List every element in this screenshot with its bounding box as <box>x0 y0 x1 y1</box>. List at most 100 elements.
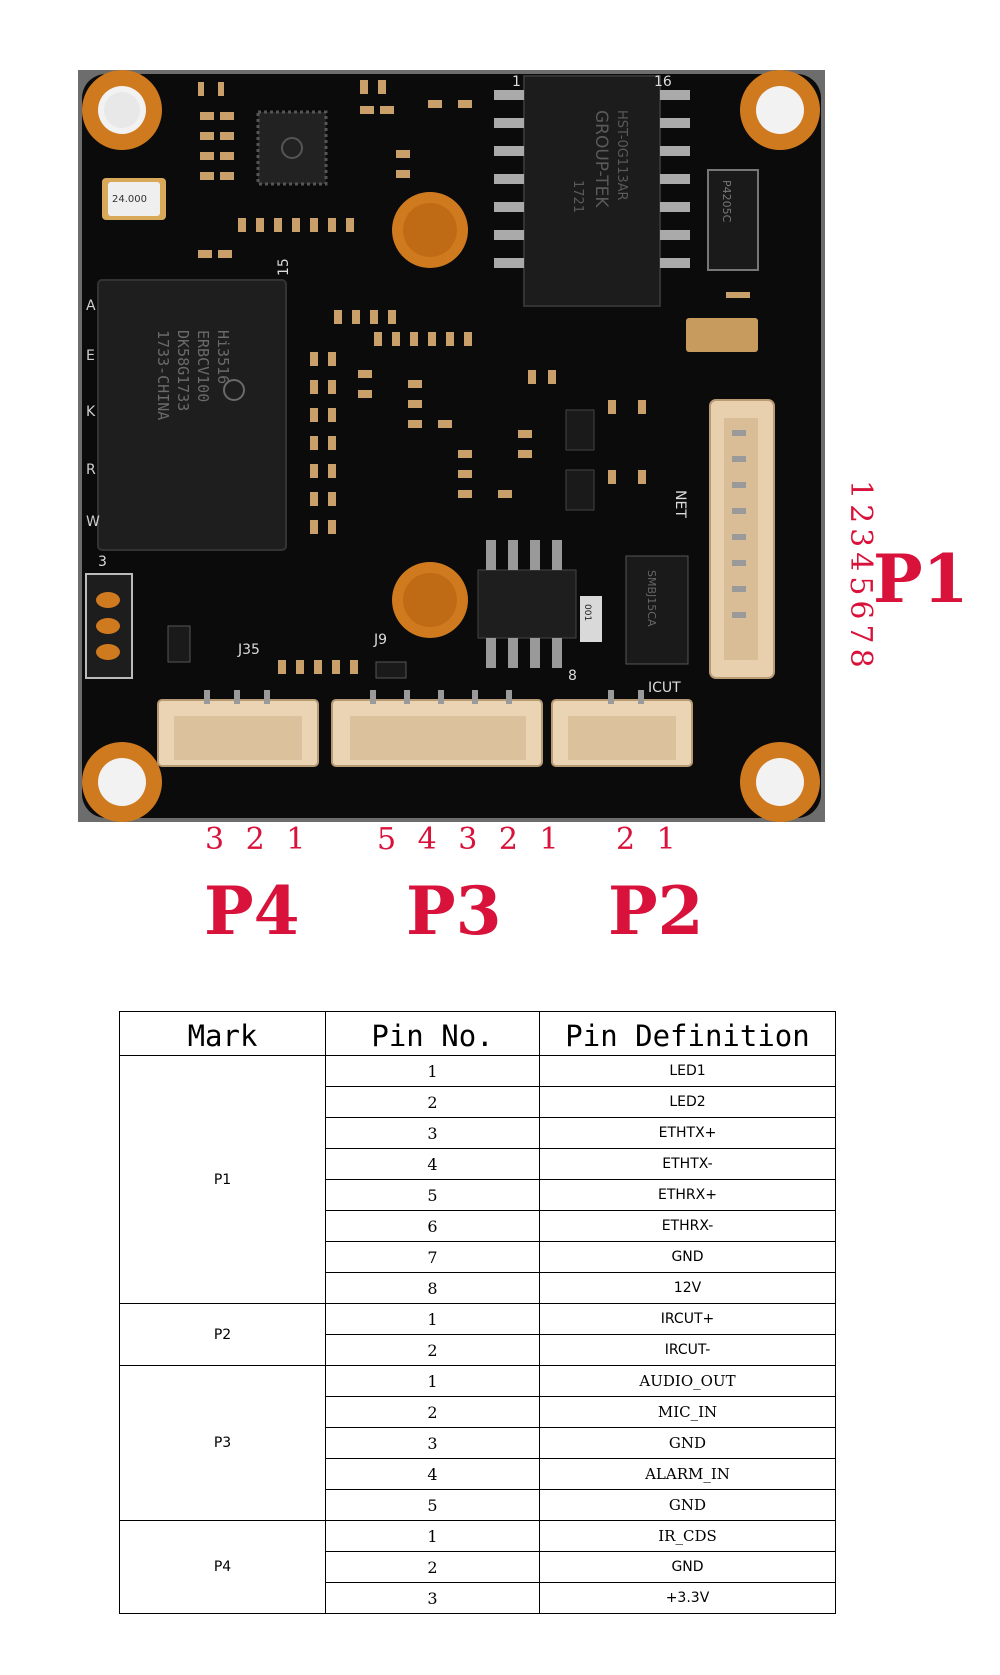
soc-line-3: DK58G1733 <box>174 330 192 411</box>
silk-net: NET <box>672 490 688 518</box>
pin-no-cell: 1 <box>325 1055 540 1087</box>
qfn-chip <box>256 110 328 186</box>
side-letter-e: E <box>86 348 95 364</box>
pin-definition-cell: MIC_IN <box>539 1396 836 1428</box>
pin-no-cell: 4 <box>325 1458 540 1490</box>
connector-p2-body <box>551 690 693 767</box>
pin-no-cell: 5 <box>325 1489 540 1521</box>
crystal-oscillator: 24.000 <box>102 178 166 220</box>
crystal-label: 24.000 <box>112 194 147 205</box>
connector-p3-body <box>331 690 543 767</box>
sot-chip-2 <box>565 469 595 511</box>
silk-mark-15: 15 <box>276 258 292 276</box>
side-letter-a: A <box>86 298 96 314</box>
connector-p4-body <box>157 690 319 767</box>
magnetics-line-1: HST-0G113AR <box>614 110 629 201</box>
pin-no-cell: 5 <box>325 1179 540 1211</box>
pin-definition-cell: ETHRX- <box>539 1210 836 1242</box>
side-letters: A E K R W <box>86 298 100 530</box>
pin-no-cell: 2 <box>325 1086 540 1118</box>
ethernet-magnetics: HST-0G113AR GROUP-TEK 1721 <box>494 75 690 307</box>
p1-pin-numbers: 12345678 <box>843 480 878 673</box>
pin-definition-cell: GND <box>539 1489 836 1521</box>
p2-label: P2 <box>608 872 704 950</box>
mounting-hole-bottom-left <box>82 742 162 822</box>
header-pin-definition: Pin Definition <box>539 1011 836 1056</box>
pin-no-cell: 3 <box>325 1427 540 1459</box>
mark-cell: P1 <box>119 1055 326 1304</box>
pin-definition-cell: 12V <box>539 1272 836 1304</box>
side-letter-w: W <box>86 514 100 530</box>
header-pin-no: Pin No. <box>325 1011 540 1056</box>
pin-no-cell: 8 <box>325 1272 540 1304</box>
soic-chip <box>477 540 577 668</box>
table-row: 3+3.3V <box>120 1582 836 1614</box>
p3-pin-numbers: 5 4 3 2 1 <box>377 822 565 857</box>
mark-cell: P4 <box>119 1520 326 1614</box>
mark-cell: P3 <box>119 1365 326 1521</box>
header-mark: Mark <box>119 1011 326 1056</box>
silk-mark-1: 1 <box>512 74 521 90</box>
pin-no-cell: 2 <box>325 1396 540 1428</box>
mounting-hole-top-left <box>82 70 162 150</box>
p4-pin-numbers: 3 2 1 <box>205 822 312 857</box>
main-soc-chip: Hi3516 ERBCV100 DK58G1733 1733-CHINA <box>97 279 287 551</box>
silk-mark-3: 3 <box>98 554 107 570</box>
pin-no-cell: 1 <box>325 1303 540 1335</box>
side-letter-k: K <box>86 404 96 420</box>
pin-no-cell: 7 <box>325 1241 540 1273</box>
pin-no-cell: 2 <box>325 1334 540 1366</box>
tvs-label: P4205C <box>720 180 733 223</box>
pin-no-cell: 2 <box>325 1551 540 1583</box>
pin-definition-cell: ETHTX+ <box>539 1117 836 1149</box>
tvs-diode: P4205C <box>707 169 759 271</box>
silk-mark-16: 16 <box>654 74 672 90</box>
smbj-label: SMBJ15CA <box>645 570 658 627</box>
pin-no-cell: 1 <box>325 1365 540 1397</box>
mark-cell: P2 <box>119 1303 326 1366</box>
pin-no-cell: 4 <box>325 1148 540 1180</box>
pin-definition-cell: IR_CDS <box>539 1520 836 1552</box>
pin-definition-cell: +3.3V <box>539 1582 836 1614</box>
passive-components <box>198 80 750 674</box>
smbj-diode: SMBJ15CA <box>625 555 689 665</box>
pcb-board-drawing: Hi3516 ERBCV100 DK58G1733 1733-CHINA 24.… <box>78 70 825 822</box>
pin-definition-cell: GND <box>539 1551 836 1583</box>
pin-definition-cell: GND <box>539 1241 836 1273</box>
sot-chip-3 <box>167 625 191 663</box>
pin-no-cell: 6 <box>325 1210 540 1242</box>
sot-chip-j9 <box>375 661 407 679</box>
pin-definition-cell: LED2 <box>539 1086 836 1118</box>
pin-definition-cell: GND <box>539 1427 836 1459</box>
pin-no-cell: 3 <box>325 1582 540 1614</box>
pin-definition-cell: ETHRX+ <box>539 1179 836 1211</box>
pin-no-cell: 3 <box>325 1117 540 1149</box>
silk-j35: J35 <box>237 642 260 658</box>
connector-p1-body <box>709 399 775 679</box>
soc-line-2: ERBCV100 <box>194 330 212 402</box>
p4-label: P4 <box>204 872 300 950</box>
magnetics-line-2: GROUP-TEK <box>591 110 611 208</box>
silk-icut: ICUT <box>648 680 681 696</box>
pin-definition-cell: LED1 <box>539 1055 836 1087</box>
pin-no-cell: 1 <box>325 1520 540 1552</box>
soc-line-4: 1733-CHINA <box>154 330 172 420</box>
p2-pin-numbers: 2 1 <box>616 822 682 857</box>
left-header-pads <box>85 573 133 679</box>
silk-mark-8: 8 <box>568 668 577 684</box>
side-letter-r: R <box>86 462 96 478</box>
mounting-hole-top-right <box>740 70 820 150</box>
silk-j9: J9 <box>373 632 387 648</box>
